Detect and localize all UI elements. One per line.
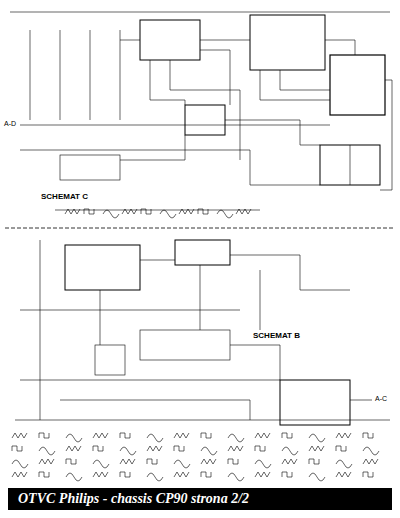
page-title: OTVC Philips - chassis CP90 strona 2/2 — [18, 491, 249, 507]
connector-label: A-D — [3, 120, 17, 128]
title-band: OTVC Philips - chassis CP90 strona 2/2 — [8, 488, 392, 510]
section-label: SCHEMAT C — [40, 193, 89, 202]
connector-label: A-C — [374, 395, 388, 403]
section-label: SCHEMAT B — [252, 332, 301, 341]
